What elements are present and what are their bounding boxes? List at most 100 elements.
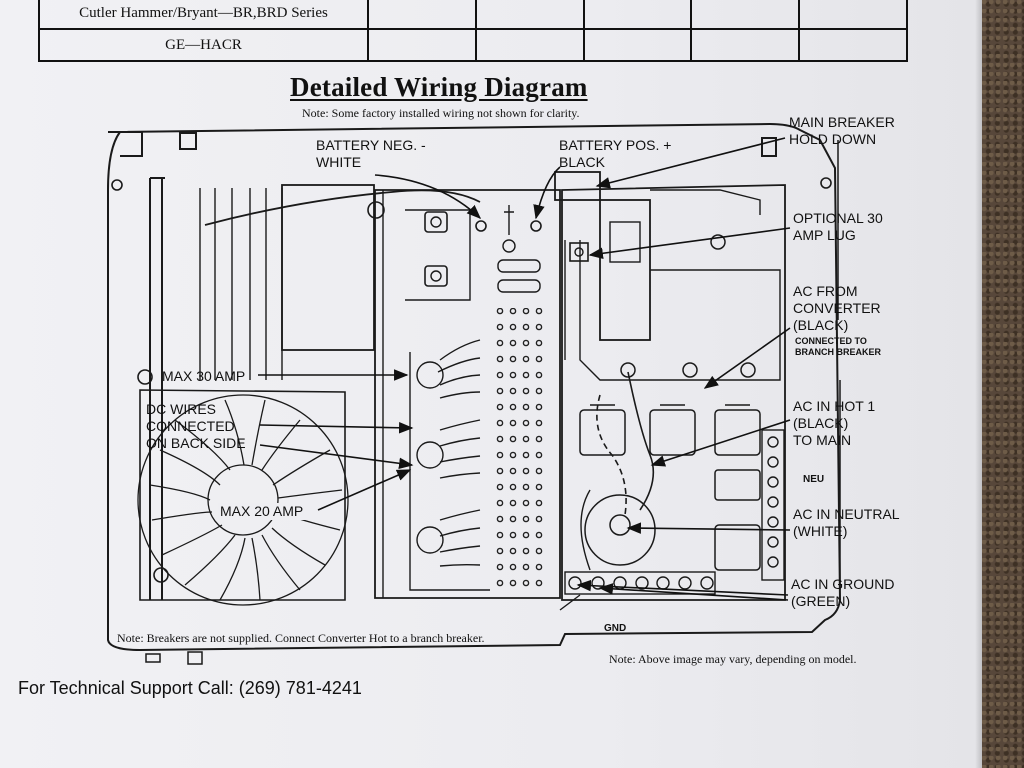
arrow-ac-neutral xyxy=(626,522,791,534)
arrow-ac-hot xyxy=(650,419,791,467)
table-cell xyxy=(798,0,908,30)
dc-slot xyxy=(497,279,541,293)
table-cell-brand: GE—HACR xyxy=(38,28,369,62)
table-cell xyxy=(690,28,801,62)
label-line: ON BACK SIDE xyxy=(146,435,246,451)
panel-screw xyxy=(740,362,756,378)
arrow-main-breaker xyxy=(595,137,786,189)
top-rail xyxy=(650,189,761,215)
arrow-ac-from-converter xyxy=(703,327,791,389)
label-line: CONNECTED TO xyxy=(795,336,867,346)
dc-terminal-bolt xyxy=(430,216,442,228)
label-line: OPTIONAL 30 xyxy=(793,210,883,226)
table-row: GE—HACR xyxy=(38,28,908,62)
label-line: (BLACK) xyxy=(793,415,849,431)
label-line: CONNECTED xyxy=(146,418,235,434)
transformer-block xyxy=(281,184,375,351)
right-cable xyxy=(837,140,841,590)
ac-wire-dashed xyxy=(596,394,627,516)
dc-panel-outline xyxy=(374,189,561,599)
label-max-20: MAX 20 AMP xyxy=(218,503,306,520)
label-line: (GREEN) xyxy=(791,593,851,609)
label-battery-pos: BATTERY POS. + BLACK xyxy=(559,137,671,171)
label-line: WHITE xyxy=(316,154,362,170)
label-line: BRANCH BREAKER xyxy=(795,347,882,357)
label-line: MAIN BREAKER xyxy=(789,114,895,130)
top-tab-right xyxy=(761,137,777,157)
label-line: AC IN HOT 1 xyxy=(793,398,876,414)
arrow-optional-lug xyxy=(588,227,791,259)
ac-wire xyxy=(559,489,591,611)
technical-support-line: For Technical Support Call: (269) 781-42… xyxy=(18,678,362,698)
table-cell xyxy=(798,28,908,62)
label-line: (WHITE) xyxy=(793,523,848,539)
arrow-dc-wires-b xyxy=(259,444,414,470)
fuse-link xyxy=(504,205,514,235)
arrow-battery-neg xyxy=(374,174,482,219)
label-line: BATTERY POS. + xyxy=(559,137,672,153)
dc-bracket xyxy=(405,209,471,301)
label-neu: NEU xyxy=(803,474,825,485)
ac-input-hub xyxy=(609,514,631,536)
label-ac-ground: AC IN GROUND (GREEN) xyxy=(791,576,894,610)
fuse-bus xyxy=(494,308,546,588)
wiring-clarity-note: Note: Some factory installed wiring not … xyxy=(302,106,580,120)
label-line: AC IN GROUND xyxy=(791,576,895,592)
arrow-ac-ground-b xyxy=(598,583,789,601)
table-cell xyxy=(690,0,801,30)
table-cell xyxy=(474,28,585,62)
table-cell xyxy=(367,0,477,30)
label-ac-from-converter: AC FROM CONVERTER (BLACK) xyxy=(793,283,881,334)
label-dc-wires: DC WIRES CONNECTED ON BACK SIDE xyxy=(146,401,246,452)
label-line: AMP LUG xyxy=(793,227,856,243)
label-line: TO MAIN xyxy=(793,432,852,448)
label-line: AC IN NEUTRAL xyxy=(793,506,900,522)
label-line: (BLACK) xyxy=(793,317,849,333)
diagram-title: Detailed Wiring Diagram xyxy=(290,72,588,102)
converter-wire xyxy=(204,189,481,226)
panel-screw xyxy=(710,234,726,250)
dc-slot xyxy=(497,259,541,273)
label-gnd: GND xyxy=(604,623,627,634)
label-line: BLACK xyxy=(559,154,605,170)
fan-shroud xyxy=(139,389,346,601)
background-carpet xyxy=(982,0,1024,768)
dc-terminal xyxy=(424,211,448,233)
panel-screw xyxy=(620,362,636,378)
bottom-slot xyxy=(145,653,161,663)
bottom-slot xyxy=(187,651,203,665)
dc-terminal xyxy=(424,265,448,287)
label-battery-neg: BATTERY NEG. - WHITE xyxy=(316,137,426,171)
callout-arrows xyxy=(258,137,791,601)
main-breaker-handle xyxy=(609,221,641,263)
arrow-dc-wires-a xyxy=(259,421,414,434)
ac-panel-outline xyxy=(561,184,786,601)
breaker-reference-table: Cutler Hammer/Bryant—BR,BRD Series GE—HA… xyxy=(38,0,908,62)
polarity-post xyxy=(502,239,516,253)
table-row: Cutler Hammer/Bryant—BR,BRD Series xyxy=(38,0,908,30)
label-ac-from-converter-sub: CONNECTED TO BRANCH BREAKER xyxy=(795,336,881,358)
panel-screw xyxy=(682,362,698,378)
capacitor xyxy=(367,201,385,219)
instruction-sheet: Cutler Hammer/Bryant—BR,BRD Series GE—HA… xyxy=(0,0,982,768)
fuse-holder-bracket xyxy=(409,352,490,591)
label-main-breaker: MAIN BREAKER HOLD DOWN xyxy=(789,114,895,148)
arrow-max-20 xyxy=(317,469,412,511)
chassis-outline xyxy=(107,122,842,652)
breakers-note: Note: Breakers are not supplied. Connect… xyxy=(117,631,485,645)
label-line: AC FROM xyxy=(793,283,858,299)
breaker-bracket xyxy=(564,240,781,381)
branch-breakers xyxy=(579,404,761,571)
label-ac-hot: AC IN HOT 1 (BLACK) TO MAIN xyxy=(793,398,875,449)
wiring-diagram xyxy=(107,122,842,665)
screw xyxy=(153,567,169,583)
mounting-hole xyxy=(111,179,123,191)
top-tab xyxy=(179,132,197,150)
neutral-bar xyxy=(761,429,785,581)
optional-30-amp-lug xyxy=(569,242,589,262)
ac-wire xyxy=(627,371,655,511)
arrow-battery-pos xyxy=(533,166,561,220)
lug-screw xyxy=(574,247,584,257)
fuse-wires xyxy=(416,339,481,567)
left-mounting-tab xyxy=(108,131,143,157)
